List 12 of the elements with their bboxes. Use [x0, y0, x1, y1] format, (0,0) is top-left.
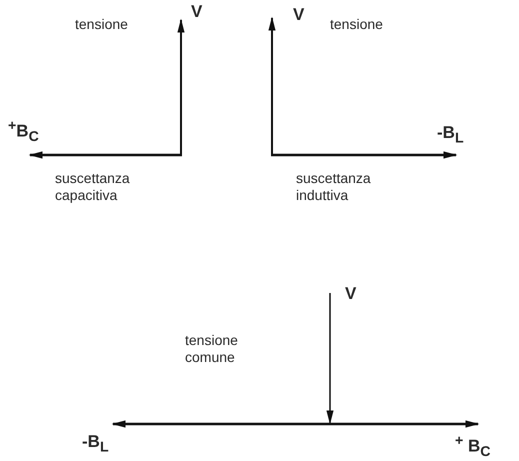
- axis-label: tensione: [330, 16, 383, 33]
- axis-label: tensione: [75, 16, 128, 33]
- axis-label: V: [345, 285, 356, 302]
- axis-label: $^{+}$B$_{C}$: [8, 118, 39, 146]
- axis-label: tensione comune: [185, 332, 239, 366]
- axis-label: suscettanza induttiva: [296, 170, 372, 204]
- axis-label: -B$_{L}$: [82, 433, 109, 456]
- axis-label: V: [191, 3, 202, 20]
- axis-label: $^{+}$ B$_{C}$: [455, 433, 491, 461]
- axis-label: suscettanza capacitiva: [55, 170, 131, 204]
- axis-label: V: [293, 6, 304, 23]
- axis-label: -B$_{L}$: [437, 124, 464, 148]
